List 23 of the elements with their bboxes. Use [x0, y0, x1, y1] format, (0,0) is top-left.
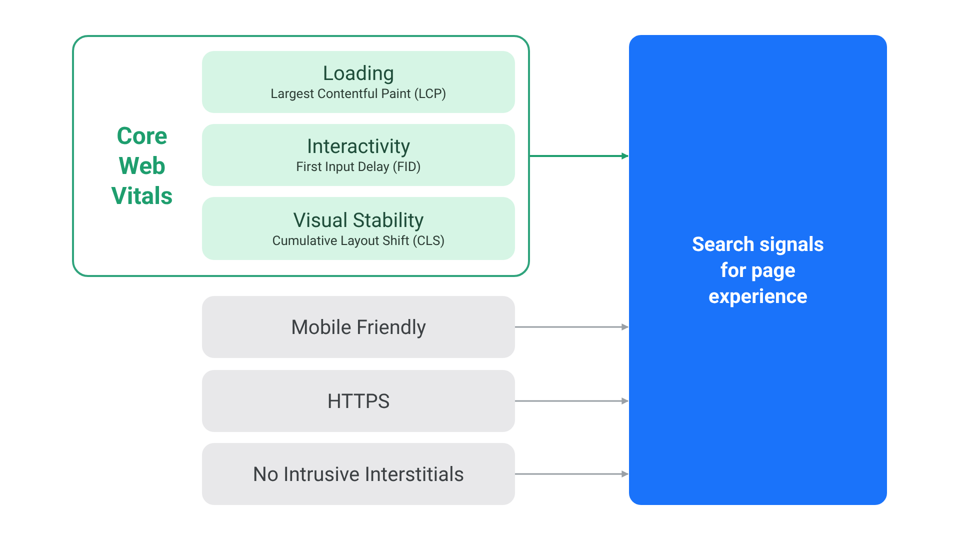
signal-label: No Intrusive Interstitials: [252, 461, 464, 488]
signal-card: [202, 443, 515, 505]
signal-label: Mobile Friendly: [290, 314, 426, 341]
metric-title: Loading: [322, 60, 394, 86]
result-panel: [629, 35, 887, 505]
group-title: Core Web Vitals: [110, 121, 174, 211]
metric-subtitle: Largest Contentful Paint (LCP): [270, 86, 446, 104]
metric-card: [202, 197, 515, 260]
arrow: [515, 324, 629, 330]
signal-card: [202, 370, 515, 432]
group-panel: [72, 35, 530, 277]
arrow: [515, 470, 629, 478]
signal-label: HTTPS: [327, 388, 390, 415]
signal-card: [202, 296, 515, 358]
arrow: [530, 152, 629, 160]
metric-title: Visual Stability: [293, 206, 424, 232]
arrow: [515, 398, 629, 404]
metric-card: [202, 51, 515, 113]
metric-subtitle: Cumulative Layout Shift (CLS): [272, 232, 445, 250]
metric-subtitle: First Input Delay (FID): [296, 159, 421, 177]
result-label: Search signals for page experience: [690, 231, 826, 309]
metric-card: [202, 124, 515, 186]
metric-title: Interactivity: [306, 133, 410, 159]
